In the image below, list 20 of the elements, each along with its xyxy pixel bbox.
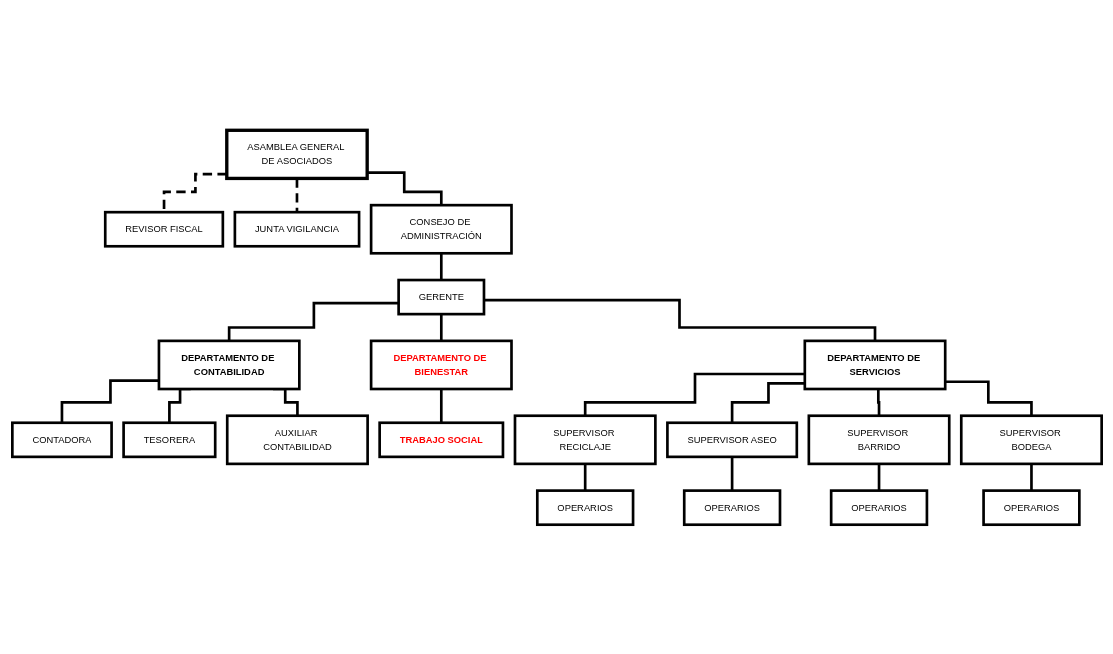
node-box: OPERARIOS [981,488,1081,526]
node-box: OPERARIOS [682,488,781,526]
node-box: SUPERVISOR BARRIDO [807,413,951,465]
node-box: REVISOR FISCAL [103,210,224,248]
node-box: SUPERVISOR RECICLAJE [513,413,657,465]
node-box: TESORERA [121,420,217,458]
node-box: DEPARTAMENTO DE CONTABILIDAD [157,339,301,390]
node-box: OPERARIOS [535,488,634,526]
node-box: TRABAJO SOCIAL [377,420,504,458]
node-box: SUPERVISOR BODEGA [959,413,1103,465]
node-box: CONSEJO DE ADMINISTRACIÓN [369,203,513,255]
node-box: GERENTE [396,278,485,315]
node-box: DEPARTAMENTO DE SERVICIOS [803,339,947,390]
node-box: ASAMBLEA GENERAL DE ASOCIADOS [224,128,369,180]
node-box: JUNTA VIGILANCIA [233,210,360,248]
node-box: OPERARIOS [829,488,928,526]
node-box: AUXILIAR CONTABILIDAD [225,413,369,465]
node-box: SUPERVISOR ASEO [665,420,798,458]
node-box: DEPARTAMENTO DE BIENESTAR [369,339,513,390]
node-box: CONTADORA [10,420,113,458]
